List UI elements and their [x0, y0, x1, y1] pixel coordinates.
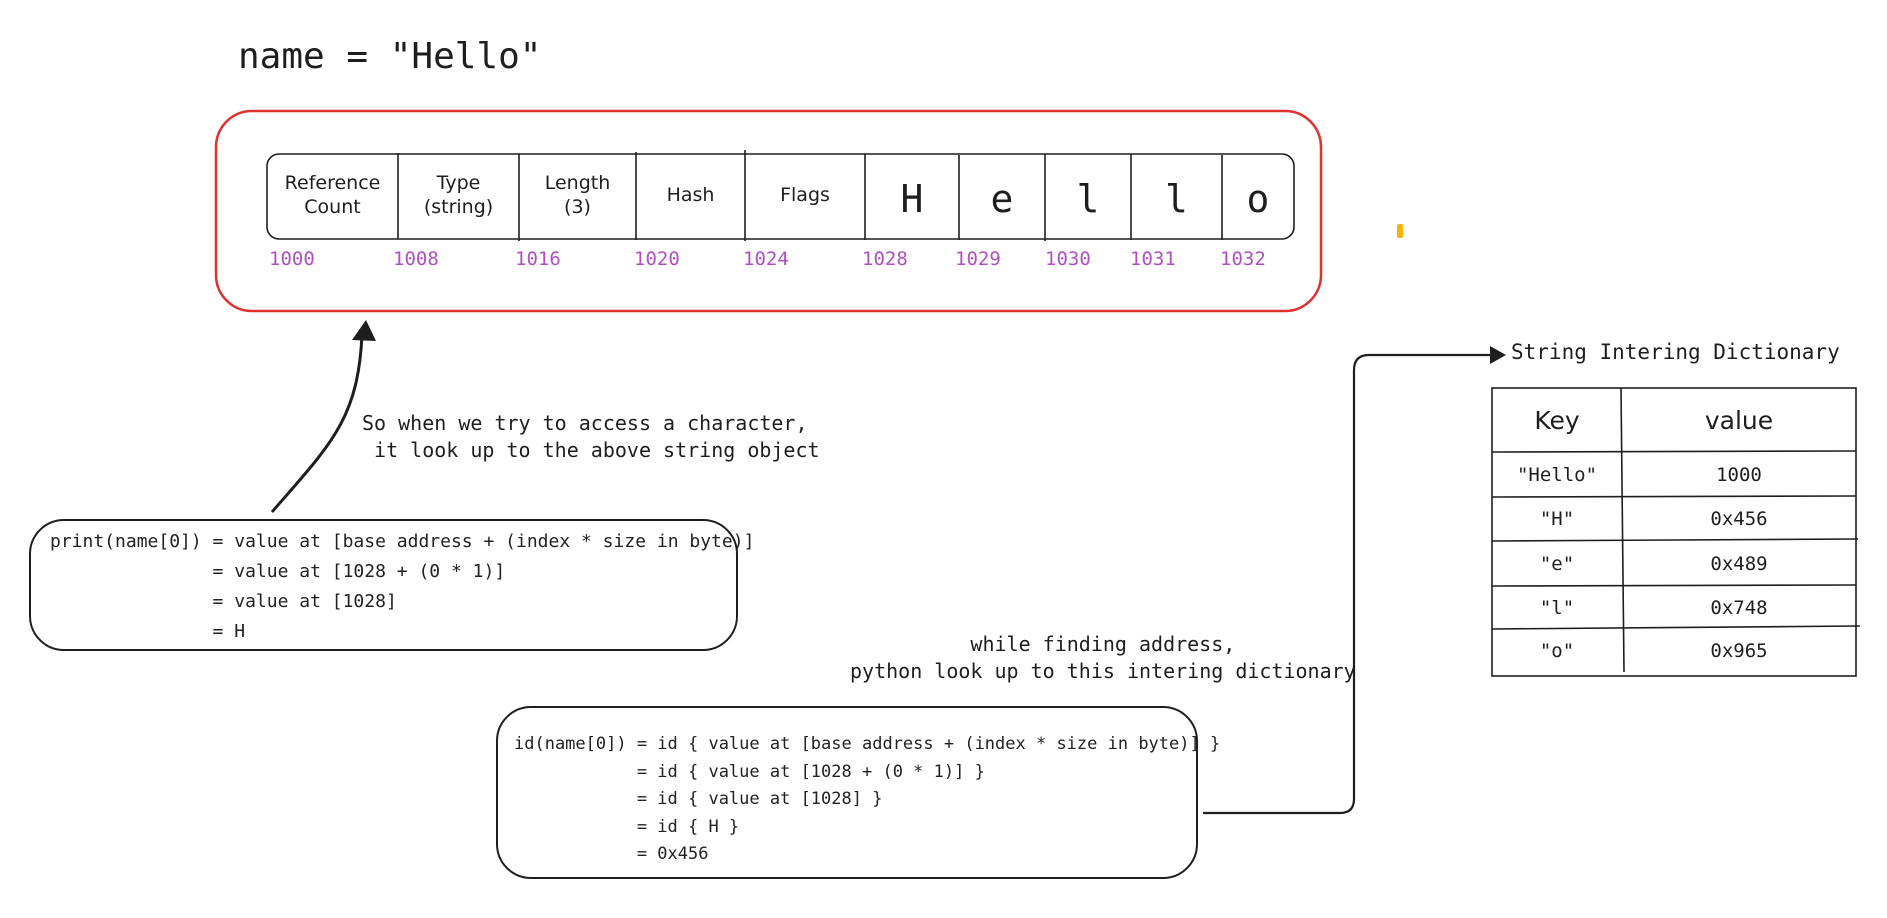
dictionary-table-lines — [1491, 387, 1861, 677]
access-arrow — [270, 334, 364, 513]
memory-cell-char: l — [1165, 177, 1188, 221]
memory-cell-hash: Hash — [666, 184, 715, 206]
memory-address: 1032 — [1220, 248, 1266, 270]
dictionary-value-cell: 1000 — [1716, 463, 1762, 486]
memory-row-outline — [266, 153, 1295, 240]
print-code-box — [29, 519, 738, 651]
memory-cell-char: e — [990, 177, 1014, 221]
access-arrow-head — [352, 320, 376, 341]
dictionary-key-cell: "o" — [1539, 640, 1575, 662]
dictionary-connector — [1203, 353, 1492, 815]
memory-address: 1000 — [269, 248, 315, 270]
dictionary-key-cell: "l" — [1539, 596, 1575, 619]
memory-address: 1031 — [1130, 248, 1176, 270]
dictionary-key-cell: "Hello" — [1516, 463, 1598, 486]
yellow-marker — [1397, 224, 1403, 238]
print-code: print(name[0]) = value at [base address … — [50, 531, 755, 642]
dictionary-header-key: Key — [1534, 405, 1580, 435]
dictionary-value-cell: 0x748 — [1710, 596, 1768, 619]
memory-cell-char: l — [1076, 177, 1100, 221]
dictionary-value-cell: 0x965 — [1710, 640, 1768, 662]
lookup-note: while finding address, python look up to… — [850, 632, 1356, 683]
memory-address: 1029 — [955, 248, 1001, 270]
memory-address: 1030 — [1045, 248, 1091, 270]
memory-cell-dividers — [397, 150, 1223, 241]
id-code: id(name[0]) = id { value at [base addres… — [514, 734, 1221, 864]
dictionary-value-cell: 0x456 — [1710, 508, 1768, 530]
access-note: So when we try to access a character, it… — [362, 411, 820, 462]
memory-address: 1016 — [515, 248, 561, 270]
variable-assignment-title: name = "Hello" — [238, 36, 542, 77]
memory-cell-type: Type (string) — [423, 172, 494, 218]
memory-cell-length: Length (3) — [544, 172, 611, 218]
memory-cell-char: H — [900, 177, 924, 221]
memory-address: 1020 — [634, 248, 680, 270]
dictionary-title: String Intering Dictionary — [1511, 340, 1840, 364]
memory-cell-reference-count: Reference Count — [284, 172, 381, 218]
dictionary-arrow-head — [1490, 346, 1506, 364]
memory-address: 1024 — [743, 248, 789, 270]
dictionary-key-cell: "e" — [1539, 552, 1575, 575]
string-object-box — [214, 109, 1323, 313]
memory-cell-char: o — [1246, 177, 1270, 221]
memory-address: 1008 — [393, 248, 439, 270]
id-code-box — [496, 706, 1198, 879]
memory-address: 1028 — [862, 248, 908, 270]
dictionary-header-value: value — [1704, 405, 1774, 435]
dictionary-value-cell: 0x489 — [1710, 552, 1768, 575]
memory-cell-flags: Flags — [780, 184, 830, 206]
dictionary-key-cell: "H" — [1539, 508, 1575, 530]
